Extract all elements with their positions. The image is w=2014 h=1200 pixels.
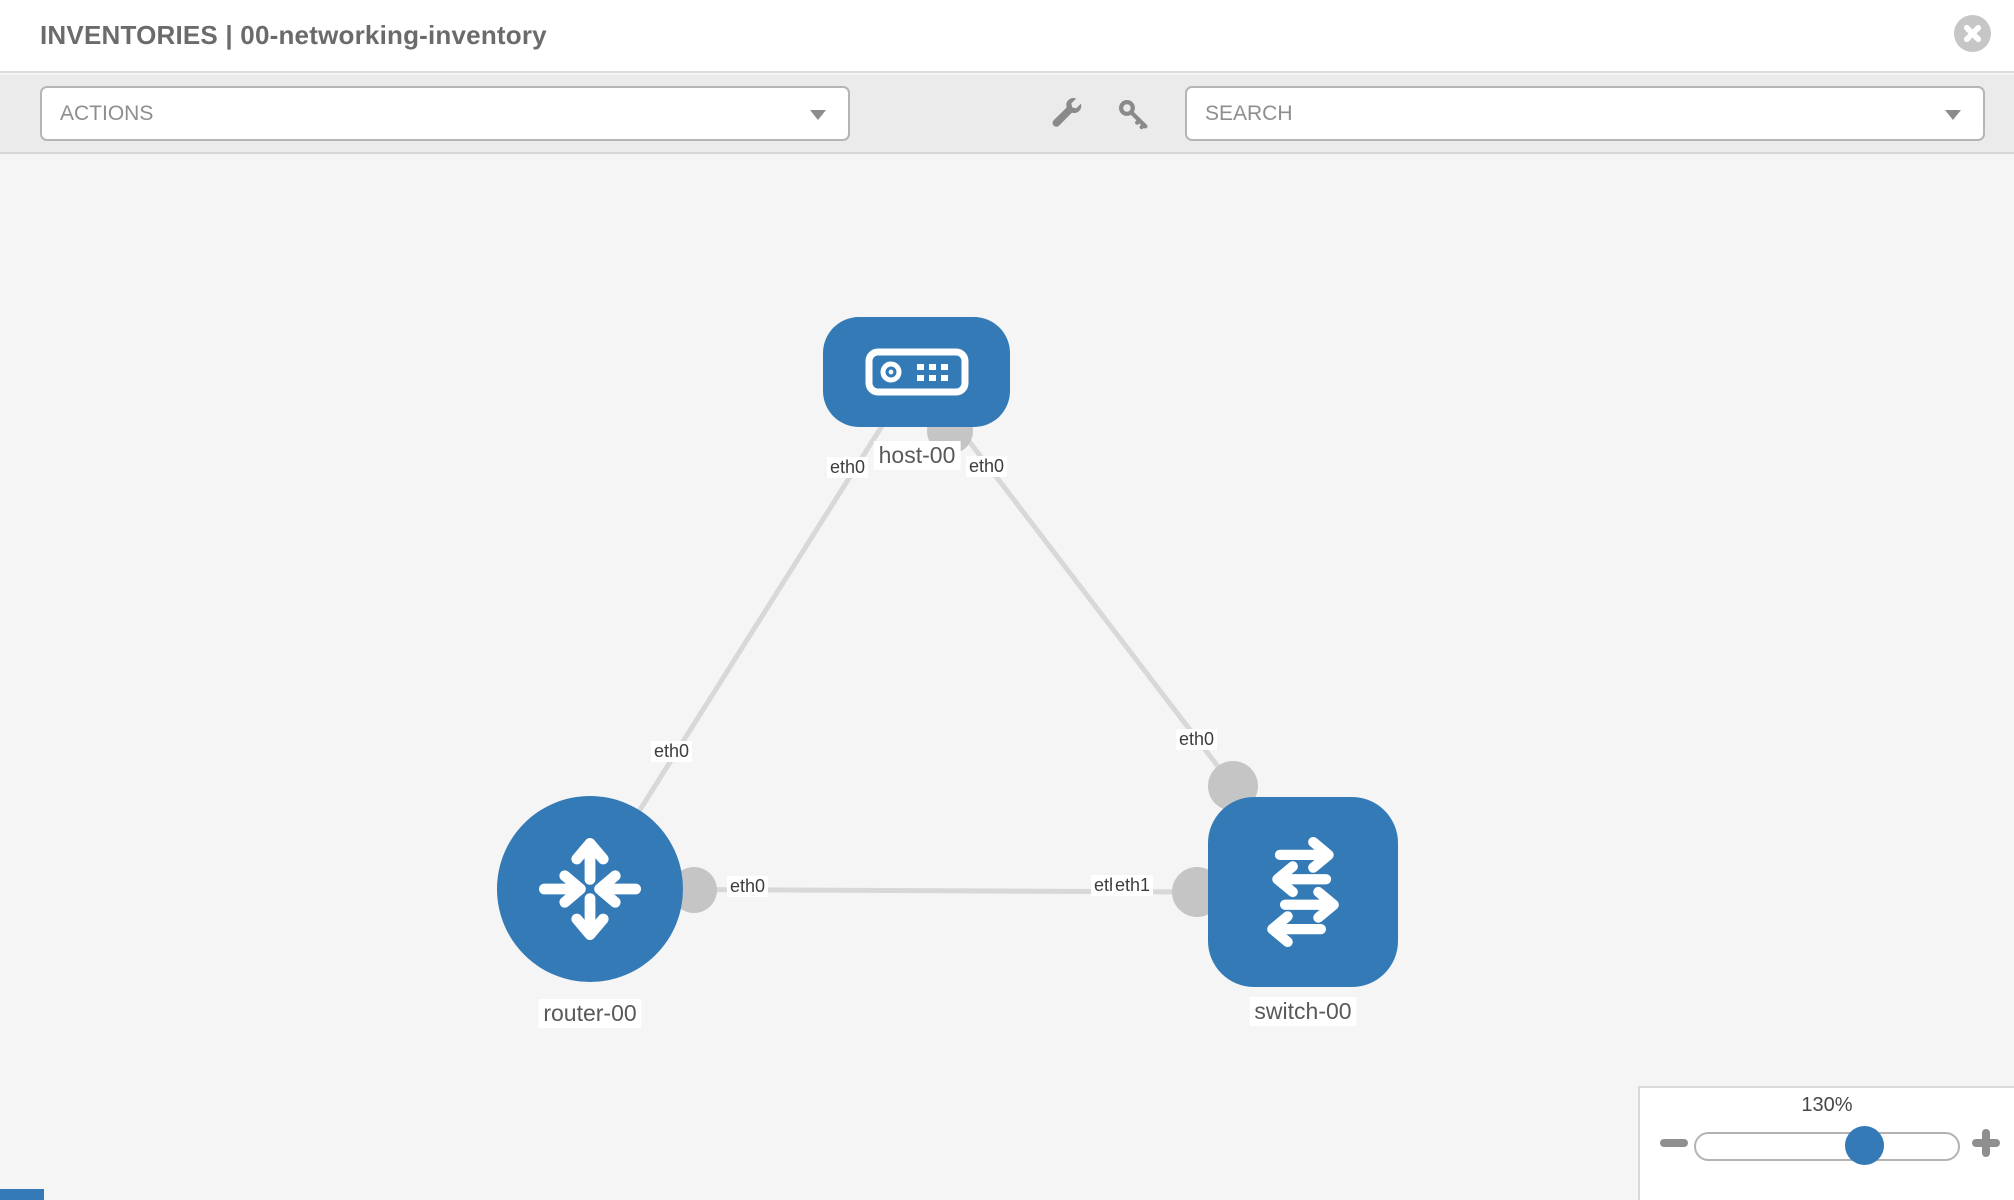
node-router-00[interactable] <box>497 796 683 982</box>
bottom-left-accent-bar <box>0 1189 44 1200</box>
zoom-slider-thumb[interactable] <box>1845 1126 1884 1165</box>
if-label-router-switch-switch-front: eth1 <box>1112 875 1154 896</box>
node-switch-00[interactable] <box>1208 797 1398 987</box>
close-icon <box>1963 24 1982 43</box>
node-label-router: router-00 <box>538 999 642 1028</box>
node-host-00[interactable] <box>823 317 1010 427</box>
tools-button[interactable] <box>1048 97 1084 133</box>
topology-canvas[interactable]: host-00 router-00 switch-00 eth0 eth0 et… <box>0 156 2014 1200</box>
zoom-slider-track[interactable] <box>1694 1132 1960 1161</box>
zoom-panel: 130% <box>1638 1086 2014 1200</box>
if-label-host-switch-switch: eth0 <box>1176 729 1218 750</box>
if-label-router-switch-router: eth0 <box>727 876 769 897</box>
zoom-in-button[interactable] <box>1972 1129 2000 1157</box>
plus-icon <box>1982 1129 1990 1157</box>
chevron-down-icon <box>1945 110 1961 120</box>
page-title: INVENTORIES | 00-networking-inventory <box>40 20 547 50</box>
if-label-host-switch-host: eth0 <box>966 456 1008 477</box>
zoom-out-button[interactable] <box>1660 1139 1688 1147</box>
search-dropdown[interactable]: SEARCH <box>1185 86 1985 141</box>
search-placeholder: SEARCH <box>1205 102 1293 125</box>
host-icon <box>865 348 968 396</box>
wrench-icon <box>1052 98 1082 127</box>
router-icon <box>539 838 641 940</box>
links-layer <box>587 370 1235 895</box>
actions-dropdown-label: ACTIONS <box>60 102 154 125</box>
credentials-button[interactable] <box>1116 97 1152 133</box>
toolbar: ACTIONS SEARCH <box>0 75 2014 154</box>
zoom-level: 130% <box>1801 1094 1853 1116</box>
key-icon <box>1119 100 1148 130</box>
switch-icon <box>1267 836 1339 948</box>
actions-dropdown[interactable]: ACTIONS <box>40 86 850 141</box>
node-label-host: host-00 <box>873 441 961 470</box>
if-label-host-router-host: eth0 <box>827 457 869 478</box>
if-label-host-router-router: eth0 <box>651 741 693 762</box>
close-button[interactable] <box>1954 15 1991 52</box>
node-label-switch: switch-00 <box>1249 997 1357 1026</box>
panel-header: INVENTORIES | 00-networking-inventory <box>0 0 2014 73</box>
chevron-down-icon <box>810 110 826 120</box>
